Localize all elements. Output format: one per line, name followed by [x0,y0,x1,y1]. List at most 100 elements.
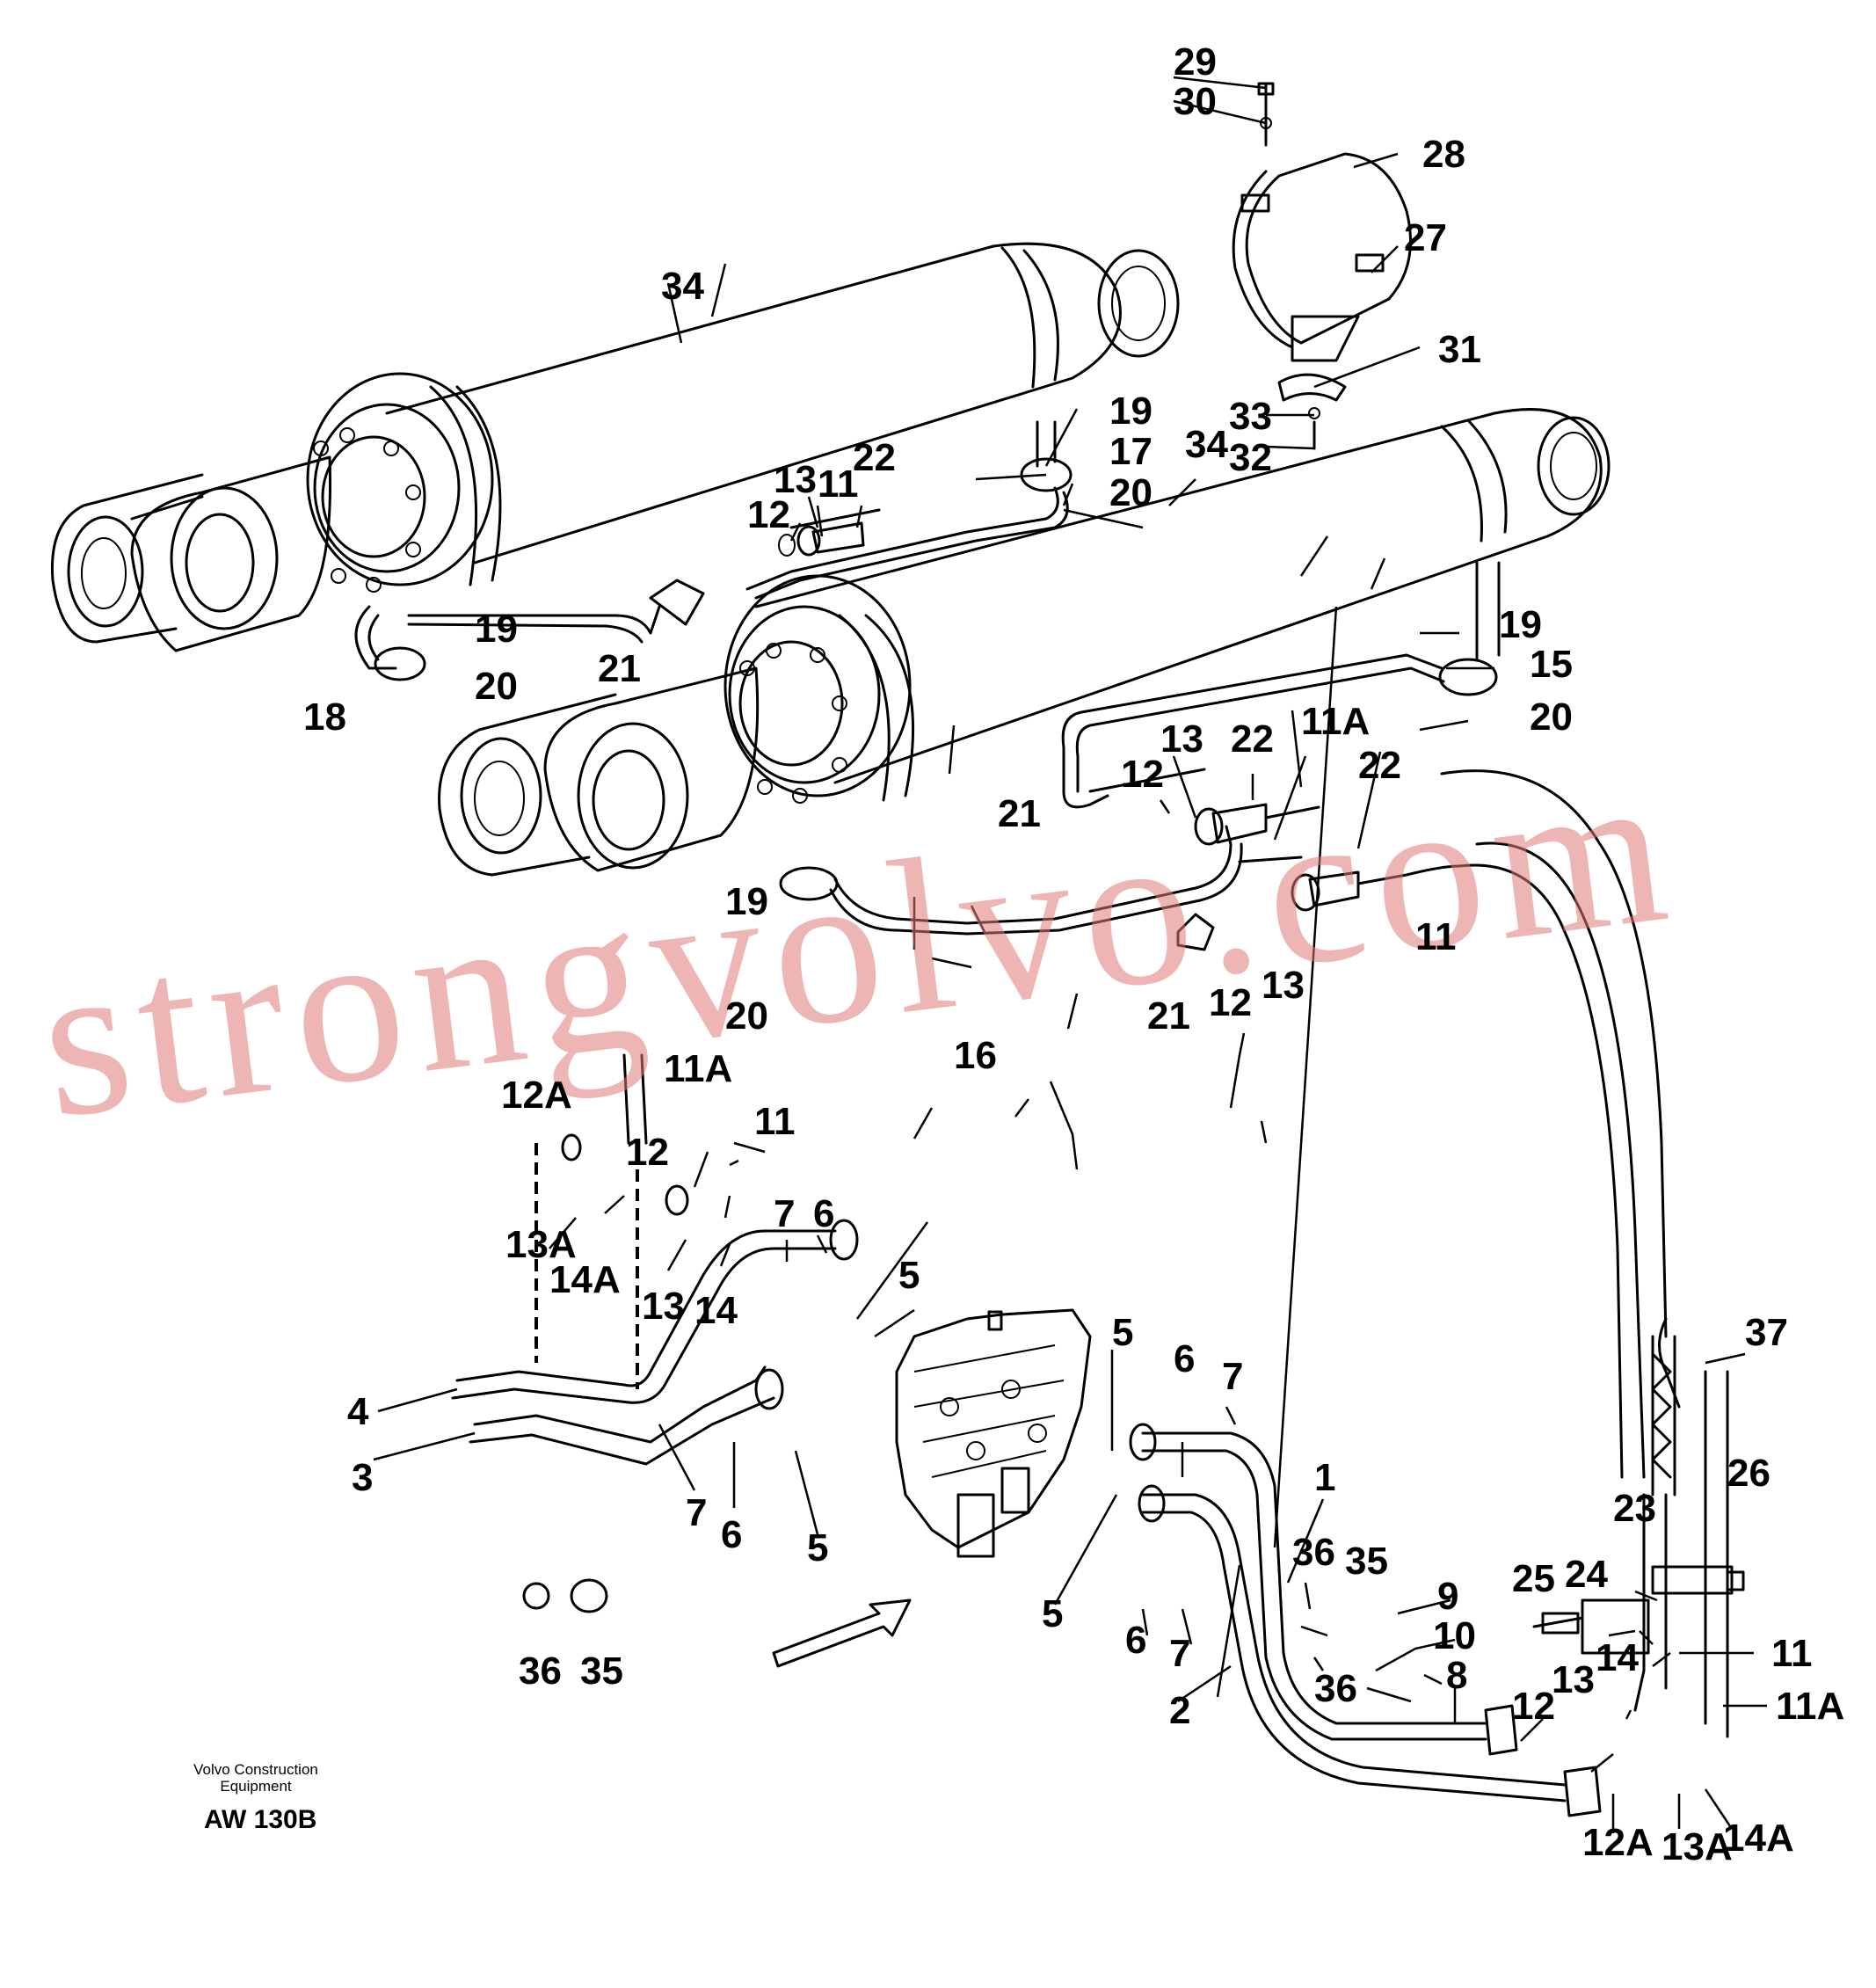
callout-label: 11A [664,1047,732,1090]
callout-label: 37 [1745,1311,1788,1354]
callout-label: 13 [642,1285,685,1328]
callout-label: 21 [598,647,641,690]
callout-label: 7 [1222,1355,1243,1398]
callout-label: 29 [1174,40,1217,84]
callout-label: 23 [1613,1487,1656,1530]
callout-label: 13A [1661,1825,1733,1868]
callout-label: 20 [1530,695,1573,739]
callout-label: 14A [549,1258,621,1301]
callout-label: 24 [1565,1553,1608,1596]
callout-label: 20 [1109,471,1153,514]
seal-ring [665,1184,689,1216]
callout-label: 22 [1231,717,1274,761]
callout-label: 12A [501,1074,572,1117]
callout-label: 20 [475,665,518,708]
callout-label: 5 [1042,1592,1063,1635]
callout-label: 7 [686,1491,707,1534]
callout-label: 14 [694,1289,738,1332]
callout-label: 11A [1301,700,1370,743]
callout-label: 19 [1499,603,1542,646]
callout-label: 21 [1147,994,1190,1038]
callout-label: 12 [747,493,790,536]
callout-label: 10 [1433,1614,1476,1657]
callout-label: 34 [661,265,704,308]
callout-label: 35 [580,1649,623,1693]
lower-cylinder [438,408,1611,877]
callout-label: 19 [1109,390,1153,433]
company-name-line2: Equipment [220,1778,292,1795]
callout-label: 5 [1112,1311,1133,1354]
callout-label: 11 [754,1100,796,1143]
direction-arrow [772,1598,912,1668]
callout-label: 35 [1345,1540,1388,1583]
callout-label: 12 [1121,753,1164,796]
callout-label: 12 [1512,1685,1555,1728]
callout-label: 22 [1358,744,1401,787]
callout-label: 9 [1437,1575,1458,1618]
callout-label: 13A [505,1223,577,1266]
clamp-assembly [1232,82,1412,450]
callout-label: 11 [1415,915,1457,958]
figure-code: AW 130B [204,1805,317,1834]
callout-label: 2 [1169,1689,1190,1732]
nut [570,1578,608,1613]
callout-label: 12A [1582,1821,1654,1864]
callout-label: 11A [1776,1685,1844,1728]
callout-label: 6 [1125,1619,1146,1662]
callout-label: 14 [1596,1636,1639,1679]
callout-label: 36 [519,1649,562,1693]
callout-label: 14A [1723,1817,1794,1860]
callout-label: 6 [721,1513,742,1556]
seal-ring [522,1582,550,1610]
callout-label: 13 [774,458,817,501]
callout-label: 30 [1174,80,1217,123]
callout-label: 5 [898,1254,920,1297]
callout-label: 15 [1530,643,1573,686]
callout-label: 21 [998,792,1041,835]
callout-label: 1 [1314,1456,1335,1499]
callout-label: 31 [1438,328,1481,371]
callout-label: 6 [813,1192,834,1235]
callout-label: 26 [1727,1452,1771,1495]
callout-label: 25 [1512,1557,1555,1600]
callout-label: 27 [1404,216,1447,259]
callout-label: 19 [475,608,518,651]
callout-label: 36 [1314,1667,1357,1710]
callout-label: 5 [807,1526,828,1569]
leader-lines [373,76,1767,1833]
upper-cylinder [50,242,1180,652]
callout-label: 34 [1185,423,1228,466]
callout-label: 13 [1160,717,1203,761]
callout-label: 36 [1292,1531,1335,1574]
callout-label: 32 [1229,436,1272,479]
callout-label: 12 [1209,981,1252,1024]
callout-label: 7 [774,1192,795,1235]
callout-labels: 34 34 29 30 28 27 31 33 32 19 17 20 22 1… [303,40,1844,1868]
callout-label: 6 [1174,1337,1195,1380]
callout-label: 16 [954,1034,997,1077]
upper-cylinder-tubes [354,420,1073,681]
callout-label: 28 [1422,133,1465,176]
callout-label: 19 [725,880,768,923]
control-valve [895,1308,1092,1558]
callout-label: 13 [1552,1658,1595,1701]
callout-label: 4 [347,1390,369,1433]
seal-ring [561,1133,582,1161]
callout-label: 20 [725,994,768,1038]
small-fitting [622,1053,648,1145]
callout-label: 11 [818,462,859,506]
supply-pipes [451,1219,1602,1817]
callout-label: 11 [1771,1632,1813,1675]
callout-label: 12 [626,1131,669,1174]
long-hoses [1440,769,1745,1738]
callout-label: 22 [853,436,896,479]
callout-label: 18 [303,695,346,739]
callout-label: 13 [1262,964,1305,1007]
callout-label: 7 [1169,1632,1190,1675]
callout-label: 3 [352,1456,373,1499]
callout-label: 17 [1109,430,1153,473]
lower-cylinder-tubes [779,561,1501,951]
company-name-line1: Volvo Construction [193,1761,318,1778]
callout-label: 33 [1229,395,1272,438]
